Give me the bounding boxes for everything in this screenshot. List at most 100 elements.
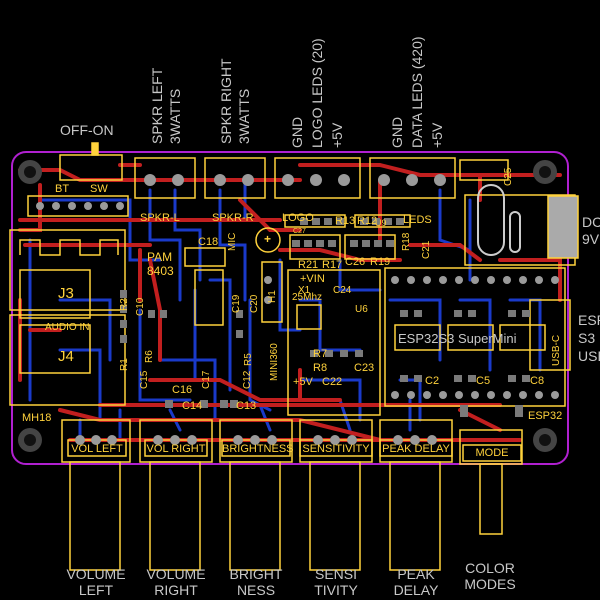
pot-vol-right-silk: VOL RIGHT <box>146 443 206 455</box>
off-on-label: OFF-ON <box>60 122 114 138</box>
silk-mic: MIC <box>227 232 238 251</box>
silk-c14: C14 <box>182 400 203 412</box>
silk-c8: C8 <box>530 375 545 387</box>
label-peak-delay-1: PEAK <box>397 566 435 582</box>
silk-c17: C17 <box>201 370 212 389</box>
silk-c10: C10 <box>135 297 146 316</box>
logo-leds-label-1: GND <box>289 116 305 148</box>
dc-jack-barrel <box>477 184 505 256</box>
label-sensitivity-2: TIVITY <box>314 582 358 598</box>
label-color-modes-2: MODES <box>464 576 516 592</box>
logo-leds-label-2: LOGO LEDS (20) <box>309 38 325 148</box>
silk-mhz: 25Mhz <box>292 292 323 303</box>
silk-j3: J3 <box>58 285 74 302</box>
label-dc: DC <box>582 214 600 230</box>
silk-esp32: ESP32 <box>528 410 563 422</box>
silk-r6: R6 <box>144 350 155 363</box>
label-volume-left-2: LEFT <box>78 582 114 598</box>
silk-mini360: MINI360 <box>269 343 280 381</box>
pot-brightness-silk: BRIGHTNESS <box>222 443 294 455</box>
silk-c19: C19 <box>231 294 242 313</box>
label-sensitivity-1: SENSI <box>314 566 357 582</box>
label-sensitivity: SENSI TIVITY <box>296 566 376 598</box>
label-volume-right-1: VOLUME <box>146 566 206 582</box>
pot-vol-left-silk: VOL LEFT <box>71 443 123 455</box>
board-outline <box>11 151 569 465</box>
silkscreen-outlines <box>9 142 579 571</box>
label-esp-side-1: ESP <box>578 312 600 328</box>
mode-button-pad-2 <box>515 405 523 417</box>
silk-leds: LEDS <box>403 214 432 226</box>
silk-u9: U9 <box>375 218 387 228</box>
label-esp-side-3: USB <box>578 348 600 364</box>
silk-c5: C5 <box>476 375 491 387</box>
silk-c23: C23 <box>354 362 375 374</box>
silk-audio-in: AUDIO IN <box>45 322 90 333</box>
silk-mh18: MH18 <box>22 412 52 424</box>
silk-vin: +VIN <box>300 273 325 285</box>
silk-u6: U6 <box>355 304 368 315</box>
silk-c21: C21 <box>421 240 432 259</box>
label-volume-left-1: VOLUME <box>66 566 126 582</box>
silk-c20: C20 <box>249 294 260 313</box>
label-color-modes-1: COLOR <box>465 560 515 576</box>
label-esp-side-2: S3 <box>578 330 596 346</box>
silk-r12: R12 <box>357 215 378 227</box>
silk-r8: R8 <box>313 362 328 374</box>
label-brightness-2: NESS <box>236 582 276 598</box>
silk-c12: C12 <box>242 370 253 389</box>
pads <box>36 174 559 445</box>
silk-r2: R2 <box>119 298 130 311</box>
label-dc-9v: 9V <box>582 231 600 247</box>
mode-button-silk: MODE <box>475 447 509 459</box>
silk-c2: C2 <box>425 375 440 387</box>
silk-r21: R21 <box>298 259 319 271</box>
spkr-right-label-2: 3WATTS <box>236 88 252 144</box>
silk-r1: R1 <box>119 358 130 371</box>
silk-pam: PAM <box>147 250 173 264</box>
silk-c18: C18 <box>198 236 219 248</box>
label-peak-delay: PEAK DELAY <box>376 566 456 598</box>
silk-c27: C27 <box>293 228 306 235</box>
silk-r18: R18 <box>401 232 412 251</box>
data-leds-label-3: +5V <box>429 122 445 148</box>
label-brightness-1: BRIGHT <box>229 566 283 582</box>
silk-c13: C13 <box>236 400 257 412</box>
silk-c16: C16 <box>172 384 193 396</box>
silk-r19: R19 <box>370 256 391 268</box>
mounting-holes <box>18 160 557 452</box>
silk-r5: R5 <box>243 353 254 366</box>
silk-bt: BT <box>55 183 70 195</box>
silk-x1: X1 <box>298 285 311 296</box>
label-volume-right-2: RIGHT <box>154 582 198 598</box>
silk-r17: R17 <box>322 259 343 271</box>
pot-peak-delay-silk: PEAK DELAY <box>382 443 450 455</box>
silk-c25: C25 <box>503 167 514 186</box>
label-volume-right: VOLUME RIGHT <box>136 566 216 598</box>
silk-pam-num: 8403 <box>147 264 174 278</box>
label-brightness: BRIGHT NESS <box>216 566 296 598</box>
dc-jack-slot <box>509 211 521 253</box>
pot-sensitivity-silk: SENSITIVITY <box>302 443 370 455</box>
spkr-right-label-1: SPKR RIGHT <box>218 58 234 144</box>
label-color-modes: COLOR MODES <box>450 560 530 592</box>
spkr-left-label-2: 3WATTS <box>167 88 183 144</box>
silk-esp-super: ESP32S3 SuperMini <box>398 331 517 346</box>
label-volume-left: VOLUME LEFT <box>56 566 136 598</box>
silk-5v: +5V <box>293 376 313 388</box>
silk-r7: R7 <box>313 348 328 360</box>
spkr-left-label-1: SPKR LEFT <box>149 67 165 144</box>
silk-plus: + <box>264 232 272 246</box>
smd-pads <box>120 218 530 408</box>
silk-c15: C15 <box>139 370 150 389</box>
data-leds-label-2: DATA LEDS (420) <box>409 36 425 148</box>
silk-j4: J4 <box>58 348 74 365</box>
logo-leds-label-3: +5V <box>329 122 345 148</box>
silk-spkr-l: SPKR-L <box>140 212 180 224</box>
silk-spkr-r: SPKR-R <box>212 212 254 224</box>
label-peak-delay-2: DELAY <box>393 582 439 598</box>
silk-sw: SW <box>90 183 108 195</box>
silk-r13: R13 <box>335 215 356 227</box>
silk-c22: C22 <box>322 376 343 388</box>
